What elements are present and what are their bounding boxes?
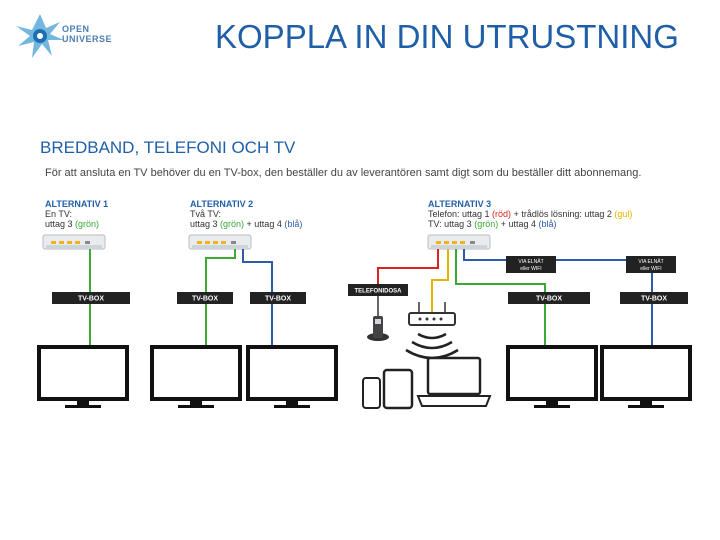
tv-icon [246, 345, 338, 408]
tv-box-label: TV-BOX [78, 296, 104, 303]
blue-port-text: (blå) [284, 219, 303, 229]
tv-box-label: TV-BOX [265, 296, 291, 303]
section-title: BREDBAND, TELEFONI OCH TV [40, 138, 296, 157]
alternative-line: En TV: [45, 209, 73, 219]
tv-icon [600, 345, 692, 408]
wifi-signal-icon [405, 332, 459, 360]
text: + uttag 4 [244, 219, 285, 229]
logo-line-2: UNIVERSE [62, 34, 113, 44]
phone-socket: TELEFONIDOSA [348, 284, 408, 296]
blue-port-text: (blå) [538, 219, 557, 229]
blue-cable [463, 249, 653, 292]
text: uttag 3 [45, 219, 76, 229]
green-port-text: (grön) [220, 219, 245, 229]
green-cable [205, 249, 236, 292]
powerline-label: VIA ELNÄT eller WIFI [506, 256, 556, 273]
smartphone-icon [362, 377, 381, 409]
alternative-line: uttag 3 (grön) + uttag 4 (blå) [190, 219, 302, 229]
laptop-icon [416, 356, 492, 407]
text: + uttag 4 [498, 219, 539, 229]
yellow-cable [431, 249, 449, 312]
alternative-2: ALTERNATIV 2 Två TV: uttag 3 (grön) + ut… [190, 199, 302, 229]
green-cable [455, 249, 546, 292]
intro-text: För att ansluta en TV behöver du en TV-b… [45, 167, 642, 179]
tv-box-label: TV-BOX [536, 296, 562, 303]
alternative-heading: ALTERNATIV 2 [190, 199, 254, 209]
yellow-port-text: (gul) [614, 209, 633, 219]
tv-icon [37, 345, 129, 408]
router [42, 234, 106, 250]
text: uttag 3 [190, 219, 221, 229]
powerline-label: VIA ELNÄT eller WIFI [626, 256, 676, 273]
tablet-icon [382, 368, 414, 410]
page-title: KOPPLA IN DIN UTRUSTNING [215, 18, 679, 55]
alternative-line: Telefon: uttag 1 (röd) + trådlös lösning… [428, 209, 632, 219]
alternative-line: TV: uttag 3 (grön) + uttag 4 (blå) [428, 219, 632, 229]
splash-logo-icon [16, 14, 64, 58]
router [188, 234, 252, 250]
alternative-heading: ALTERNATIV 3 [428, 199, 492, 209]
phone-socket-label: TELEFONIDOSA [354, 289, 402, 295]
red-cable [377, 249, 439, 284]
logo-wordmark: OPEN UNIVERSE [62, 24, 112, 44]
green-port-text: (grön) [75, 219, 100, 229]
tv-box: TV-BOX [508, 292, 590, 304]
wifi-router-icon [408, 302, 456, 326]
blue-cable [242, 249, 273, 292]
alternative-3: ALTERNATIV 3 Telefon: uttag 1 (röd) + tr… [428, 199, 632, 229]
powerline-line-1: VIA ELNÄT [518, 258, 543, 265]
logo-line-1: OPEN [62, 24, 90, 34]
powerline-line-2: eller WIFI [640, 266, 661, 272]
powerline-line-1: VIA ELNÄT [638, 258, 663, 265]
tv-box: TV-BOX [52, 292, 130, 304]
red-port-text: (röd) [492, 209, 512, 219]
router [427, 234, 491, 250]
text: TV: uttag 3 [428, 219, 475, 229]
tv-box-label: TV-BOX [192, 296, 218, 303]
green-port-text: (grön) [474, 219, 499, 229]
tv-box: TV-BOX [620, 292, 688, 304]
tv-icon [506, 345, 598, 408]
text: Telefon: uttag 1 [428, 209, 493, 219]
open-universe-logo [16, 14, 64, 58]
alternative-line: Två TV: [190, 209, 222, 219]
tv-box-label: TV-BOX [641, 296, 667, 303]
alternative-heading: ALTERNATIV 1 [45, 199, 109, 209]
tv-icon [150, 345, 242, 408]
alternative-line: uttag 3 (grön) [45, 219, 108, 229]
tv-box: TV-BOX [250, 292, 306, 304]
powerline-line-2: eller WIFI [520, 266, 541, 272]
tv-box: TV-BOX [177, 292, 233, 304]
text: + trådlös lösning: uttag 2 [511, 209, 615, 219]
cordless-phone-icon [367, 316, 389, 341]
alternative-1: ALTERNATIV 1 En TV: uttag 3 (grön) [45, 199, 108, 229]
